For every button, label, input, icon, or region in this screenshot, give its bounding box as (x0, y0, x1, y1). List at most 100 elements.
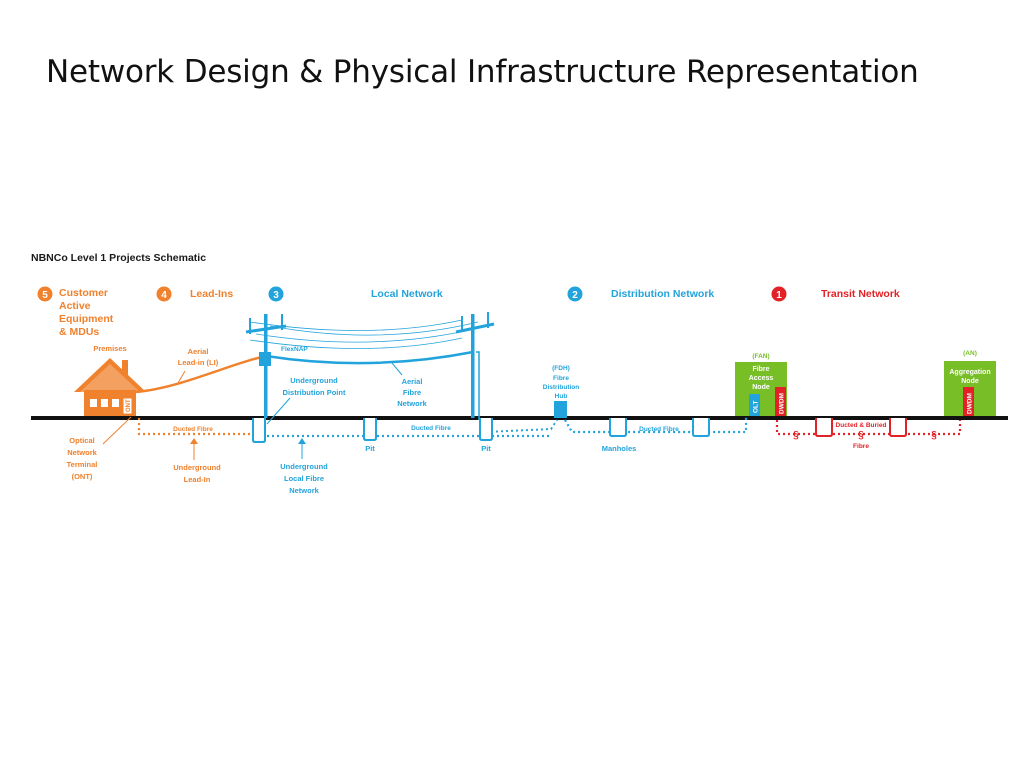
section-4-number: 4 (161, 290, 167, 301)
section-1-badge (771, 286, 787, 302)
fan-dwdm-label: DWDM (779, 393, 786, 414)
aerial-leadin-pointer (177, 370, 186, 384)
section-5-number: 5 (42, 290, 48, 301)
udp-label-1: Underground (290, 376, 338, 385)
ducted-fibre-label-orange: Ducted Fibre (173, 426, 213, 433)
fdh-label-4: Hub (555, 393, 568, 400)
underground-local-label-3: Network (289, 486, 319, 495)
olt-rack (749, 394, 760, 416)
pit-1 (363, 418, 377, 441)
an-dwdm-rack (963, 387, 974, 416)
transit-duct (775, 420, 962, 436)
section-3-badge (268, 286, 284, 302)
udp-pointer (266, 397, 291, 425)
underground-leadin-label-2: Lead-In (184, 475, 211, 484)
fdh-label-2: Fibre (553, 375, 569, 382)
transit-manhole-2 (889, 418, 907, 437)
ont-box-label: ONT (126, 399, 132, 412)
break-symbol-1: § (793, 430, 799, 441)
house-window-3 (112, 399, 119, 407)
section-3-header: 3 Local Network (268, 286, 443, 302)
an-dwdm-label: DWDM (967, 393, 974, 414)
ont-label-2: Network (67, 448, 97, 457)
premises-house: ONT (74, 358, 146, 416)
section-4-badge (156, 286, 172, 302)
olt-label: OLT (753, 400, 760, 413)
aerial-fibre-cable (265, 350, 474, 365)
aerial-fibre-label-3: Network (397, 399, 427, 408)
aerial-leadin-cable (135, 355, 263, 394)
house-window-2 (101, 399, 108, 407)
section-3-number: 3 (273, 290, 279, 301)
manhole-1 (609, 418, 627, 437)
an-label-1: Aggregation (949, 369, 990, 376)
aerial-fibre-pointer (391, 362, 403, 376)
fan-label-3: Node (752, 384, 770, 391)
section-1-header: 1 Transit Network (771, 286, 900, 302)
section-5-header: 5 Customer Active Equipment & MDUs (37, 286, 114, 338)
fan-code-label: (FAN) (752, 353, 769, 360)
pit-udp (252, 418, 266, 443)
aerial-fibre-label-1: Aerial (402, 377, 423, 386)
transit-manhole-1 (815, 418, 833, 437)
ont-box (122, 397, 133, 415)
fdh-cabinet (554, 401, 567, 418)
transit-fibre-label: Fibre (853, 443, 869, 450)
underground-leadin-label-1: Underground (173, 463, 221, 472)
ont-label-1: Optical (69, 436, 94, 445)
ont-pointer (102, 416, 132, 445)
house-roof (74, 358, 146, 392)
flexnap-box (259, 352, 271, 366)
section-2-number: 2 (572, 290, 578, 301)
premises-label: Premises (93, 344, 126, 353)
break-symbol-2: § (858, 430, 864, 441)
an-code-label: (AN) (963, 350, 977, 357)
slide-title: Network Design & Physical Infrastructure… (46, 54, 919, 90)
fdh-label-1: (FDH) (552, 365, 570, 372)
schematic-title: NBNCo Level 1 Projects Schematic (31, 252, 206, 264)
aerial-leadin-label-2: Lead-in (LI) (178, 358, 219, 367)
section-3-label: Local Network (371, 288, 443, 300)
section-5-line-4: & MDUs (59, 326, 99, 338)
distribution-duct (564, 416, 748, 434)
flexnap-label: FlexNAP (281, 346, 308, 353)
section-4-header: 4 Lead-Ins (156, 286, 233, 302)
section-5-line-2: Active (59, 300, 91, 312)
house-chimney (122, 360, 128, 376)
section-1-label: Transit Network (821, 288, 900, 300)
ont-label-3: Terminal (67, 460, 98, 469)
ducted-fibre-label-local: Ducted Fibre (411, 425, 451, 432)
section-2-label: Distribution Network (611, 288, 714, 300)
an-label-2: Node (961, 378, 979, 385)
break-symbol-3: § (931, 430, 937, 441)
pole-right (455, 312, 495, 418)
section-4-label: Lead-Ins (190, 288, 233, 300)
underground-local-label-1: Underground (280, 462, 328, 471)
underground-leadin-duct (137, 418, 258, 436)
aerial-fibre-label-2: Fibre (403, 388, 421, 397)
manhole-2 (692, 418, 710, 437)
section-2-badge (567, 286, 583, 302)
fan-dwdm-rack (775, 387, 786, 416)
fan-label-1: Fibre (752, 366, 769, 373)
pit-1-label: Pit (365, 444, 375, 453)
section-5-badge (37, 286, 53, 302)
section-2-header: 2 Distribution Network (567, 286, 714, 302)
fan-label-2: Access (749, 375, 774, 382)
ducted-fibre-label-distribution: Ducted Fibre (639, 426, 679, 433)
underground-local-label-2: Local Fibre (284, 474, 324, 483)
ground-line (31, 416, 1008, 420)
ducted-buried-label: Ducted & Buried (836, 422, 887, 429)
pit-2 (479, 418, 493, 441)
section-5-line-1: Customer (59, 287, 108, 299)
pit-2-label: Pit (481, 444, 491, 453)
house-window-1 (90, 399, 97, 407)
fdh-label-3: Distribution (543, 384, 579, 391)
section-5-line-3: Equipment (59, 313, 114, 325)
manholes-label: Manholes (602, 444, 637, 453)
aerial-leadin-label-1: Aerial (188, 347, 209, 356)
udp-label-2: Distribution Point (283, 388, 346, 397)
section-1-number: 1 (776, 290, 782, 301)
ont-label-4: (ONT) (72, 472, 93, 481)
